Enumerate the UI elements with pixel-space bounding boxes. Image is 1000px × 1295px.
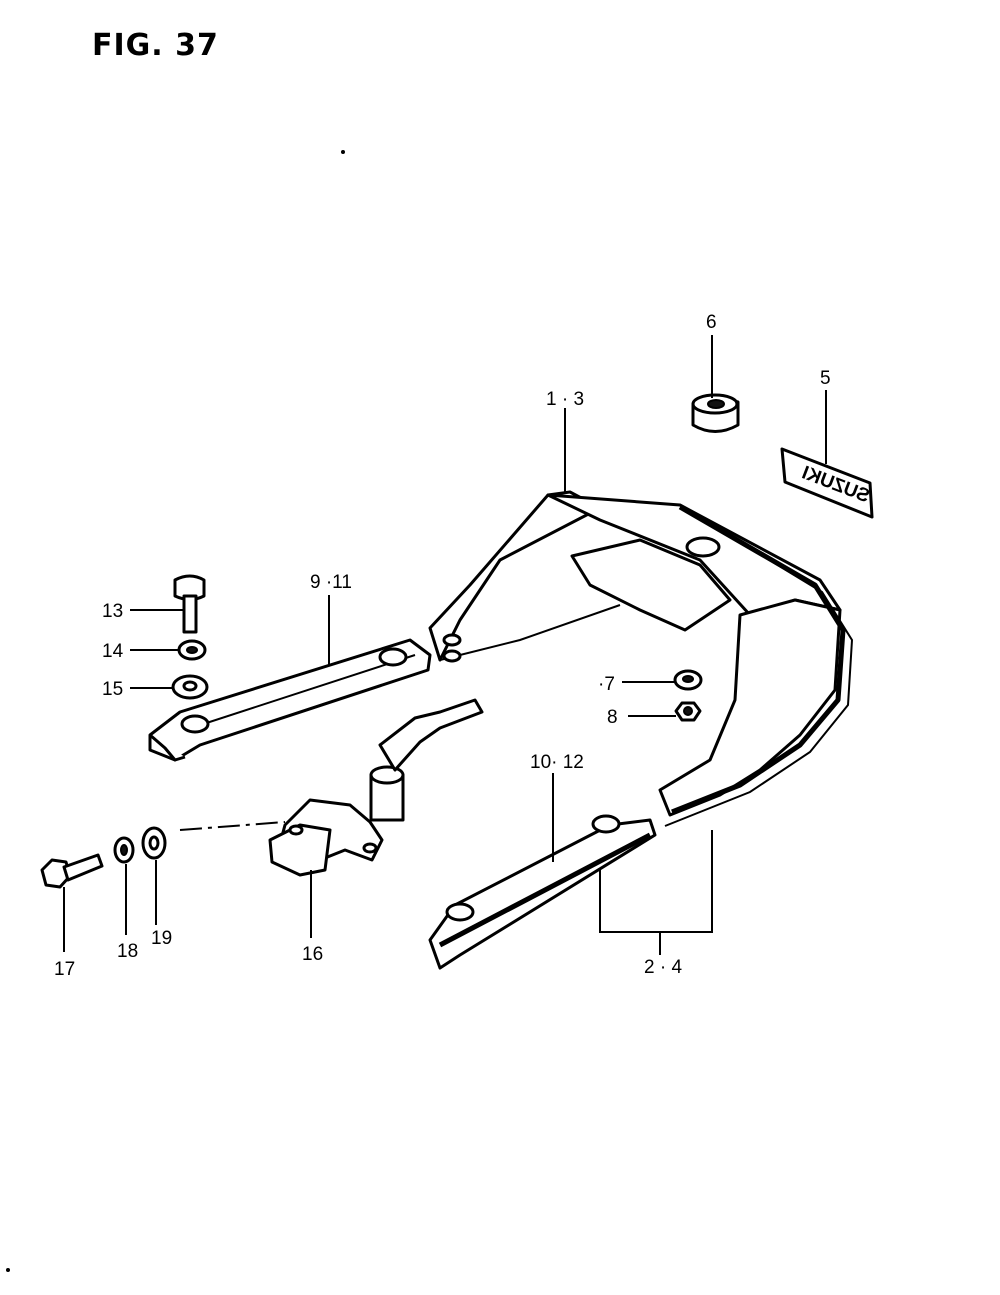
nut-14 [177, 639, 207, 661]
callout-16: 16 [302, 944, 323, 965]
hinge-plate-10-12 [428, 814, 657, 970]
callout-2-4: 2 · 4 [644, 957, 682, 978]
hinge-plate-9-11 [148, 638, 432, 762]
callout-18: 18 [117, 941, 138, 962]
lock-washer-18 [113, 836, 135, 864]
seat-lock-16 [268, 698, 484, 877]
callout-10-12: 10· 12 [530, 752, 584, 773]
nut-8 [674, 701, 702, 722]
callout-19: 19 [151, 928, 172, 949]
callout-6: 6 [706, 312, 717, 333]
callout-14: 14 [102, 641, 124, 662]
callout-8: 8 [607, 707, 618, 728]
callout-7: ·7 [598, 674, 615, 695]
rear-cowl [428, 490, 854, 827]
stray-dot [341, 150, 345, 154]
callout-13: 13 [102, 601, 123, 622]
washer-15 [171, 674, 209, 700]
figure-title: FIG. 37 [92, 28, 219, 63]
assembly-dash-line [179, 821, 286, 831]
leader-2-4-bracket [599, 830, 713, 933]
stray-dot [6, 1268, 10, 1272]
bolt-13 [173, 574, 206, 634]
cushion-6 [691, 393, 740, 433]
washer-19 [141, 826, 167, 860]
bolt-17 [40, 853, 104, 889]
callout-9-11: 9 ·11 [310, 572, 352, 593]
callout-1-3: 1 · 3 [546, 389, 584, 410]
emblem-5: SUZUKI [780, 447, 874, 519]
nut-7 [673, 669, 703, 691]
callout-15: 15 [102, 679, 123, 700]
callout-17: 17 [54, 959, 75, 980]
callout-5: 5 [820, 368, 831, 389]
